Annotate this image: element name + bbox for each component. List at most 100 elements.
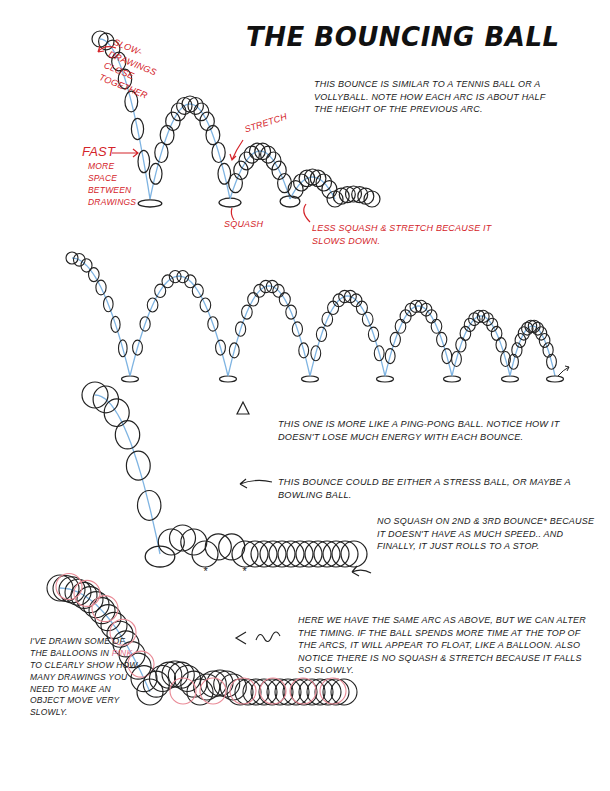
ball-drawing [92, 596, 118, 622]
ball-drawing [170, 678, 196, 704]
ball-drawing [351, 294, 362, 307]
ball-drawing [104, 399, 129, 427]
red-pointer [304, 204, 310, 222]
note-text: TO CLEARLY SHOW HOW MANY DRAWINGS YOU NE… [30, 660, 138, 718]
ball-drawing [362, 312, 373, 326]
ball-drawing [547, 376, 564, 382]
red-annotation: FAST [82, 143, 122, 161]
ball-drawing [227, 679, 253, 705]
page-title: THE BOUNCING BALL [246, 22, 560, 52]
ball-drawing [147, 298, 158, 312]
ball-drawing [311, 346, 321, 361]
ball-drawing [207, 670, 233, 696]
ball-drawing [437, 332, 447, 346]
ball-drawing [200, 678, 226, 704]
ball-drawing [292, 322, 302, 336]
arc-guide-line [385, 306, 452, 376]
ball-drawing [283, 679, 309, 705]
exit-arrow [558, 366, 569, 376]
ball-drawing [200, 112, 214, 130]
ball-drawing [509, 354, 519, 369]
ball-drawing [182, 96, 198, 112]
ball-drawing [133, 340, 143, 355]
red-annotation: LESS SQUASH & STRETCH BECAUSE IT SLOWS D… [312, 222, 517, 247]
ball-drawing [315, 679, 341, 705]
ball-drawing [104, 296, 114, 311]
ball-drawing [122, 376, 139, 382]
ball-drawing [89, 268, 100, 282]
ball-drawing [390, 332, 400, 346]
pointer-arrow [236, 632, 246, 644]
ball-drawing [331, 679, 357, 705]
arc-guide-line [452, 316, 510, 376]
ball-drawing [267, 679, 293, 705]
ball-drawing [206, 125, 220, 144]
ball-drawing [286, 305, 297, 319]
ball-drawing [491, 326, 502, 340]
ball-drawing [290, 678, 316, 704]
red-annotation: STRETCH [243, 109, 294, 136]
arc-guide-line [72, 258, 130, 376]
side-note: I'VE DRAWN SOME OF THE BALLOONS IN PINK … [30, 636, 144, 719]
arc-guide-line [310, 296, 385, 376]
red-annotation: SLOW- DRAWINGS CLOSE TOGETHER [97, 36, 192, 113]
arc-guide-line [510, 326, 555, 376]
arc-guide-line [150, 104, 230, 199]
ball-drawing [138, 491, 161, 521]
ball-drawing [452, 352, 462, 367]
ball-drawing [547, 354, 557, 369]
note-text: THIS BOUNCE COULD BE EITHER A STRESS BAL… [278, 476, 588, 502]
ball-drawing [543, 343, 553, 357]
ball-drawing [149, 163, 162, 184]
red-pointer [230, 140, 243, 160]
ball-drawing [316, 174, 331, 191]
ball-drawing [111, 316, 120, 332]
ball-drawing [278, 174, 292, 193]
ball-drawing [395, 319, 406, 333]
ball-drawing [115, 421, 139, 449]
ball-drawing [320, 678, 346, 704]
ball-drawing [230, 678, 256, 704]
ball-drawing [444, 376, 461, 382]
red-annotation: SQUASH [224, 218, 274, 231]
ball-drawing [234, 161, 248, 180]
ball-drawing [208, 317, 218, 331]
ball-drawing [131, 118, 143, 139]
ball-drawing [160, 125, 174, 144]
ball-drawing [155, 143, 168, 163]
ball-drawing [138, 150, 150, 172]
arc-guide-line [95, 395, 160, 554]
ball-drawing [56, 574, 82, 600]
ball-drawing [260, 678, 286, 704]
pink-word: PINK [112, 648, 133, 658]
note-text: HERE WE HAVE THE SAME ARC AS ABOVE, BUT … [298, 614, 590, 677]
ball-drawing [219, 198, 241, 207]
ball-drawing [74, 580, 100, 606]
arc-guide-line [228, 286, 310, 376]
ball-drawing [299, 343, 309, 358]
ball-drawing [259, 679, 285, 705]
ball-drawing [322, 181, 337, 199]
ball-drawing [212, 143, 225, 163]
note-text: THIS BOUNCE IS SIMILAR TO A TENNIS BALL … [314, 78, 560, 116]
ball-drawing [95, 605, 121, 631]
ball-drawing [496, 338, 506, 352]
ball-drawing [323, 679, 349, 705]
red-pointer [231, 208, 234, 220]
red-annotation: MORE SPACE BETWEEN DRAWINGS [88, 161, 144, 209]
ball-drawing [235, 679, 261, 705]
pointer-arrow [352, 566, 371, 576]
ball-drawing [96, 280, 106, 295]
ball-drawing [482, 313, 493, 326]
ball-drawing [368, 327, 378, 341]
note-text: * [242, 564, 252, 579]
ball-drawing [200, 298, 211, 312]
pointer-triangle [237, 402, 249, 414]
ball-drawing [244, 146, 259, 163]
ball-drawing [119, 340, 128, 357]
ball-drawing [525, 320, 537, 332]
ball-drawing [47, 575, 73, 601]
ball-drawing [302, 376, 319, 382]
ball-drawing [216, 340, 226, 355]
